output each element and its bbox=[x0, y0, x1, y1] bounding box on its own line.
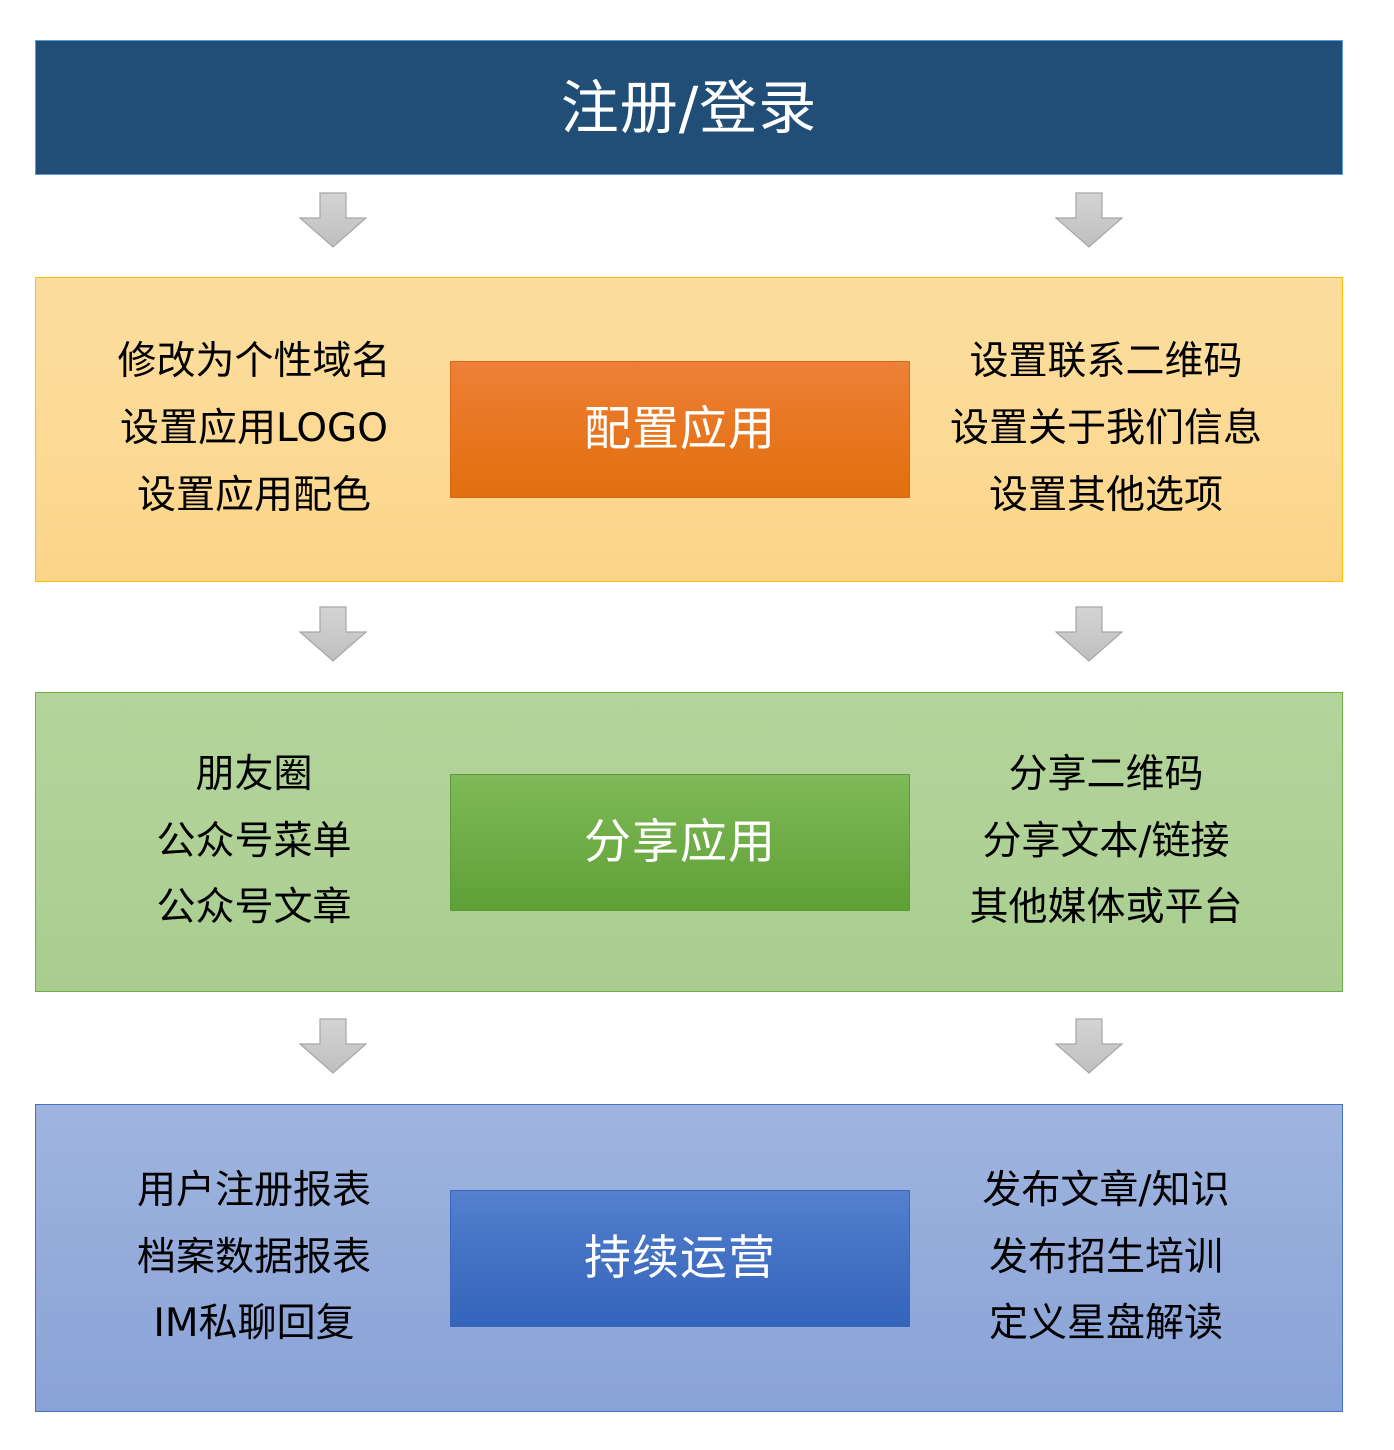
list-item: IM私聊回复 bbox=[153, 1301, 355, 1347]
center-box-label: 配置应用 bbox=[584, 402, 776, 457]
list-item: 发布文章/知识 bbox=[982, 1167, 1230, 1213]
header-title: 注册/登录 bbox=[560, 73, 818, 142]
list-item: 朋友圈 bbox=[195, 751, 313, 797]
list-item: 设置其他选项 bbox=[988, 472, 1223, 518]
stage-operate-right-items: 发布文章/知识 发布招生培训 定义星盘解读 bbox=[910, 1167, 1302, 1347]
stage-continuous-operation: 用户注册报表 档案数据报表 IM私聊回复 持续运营 发布文章/知识 发布招生培训… bbox=[35, 1104, 1343, 1412]
center-box-continuous-operation[interactable]: 持续运营 bbox=[450, 1189, 910, 1327]
list-item: 设置应用LOGO bbox=[120, 406, 388, 452]
list-item: 设置联系二维码 bbox=[969, 339, 1243, 385]
list-item: 档案数据报表 bbox=[136, 1234, 371, 1280]
list-item: 设置应用配色 bbox=[136, 472, 371, 518]
stage-operate-left-items: 用户注册报表 档案数据报表 IM私聊回复 bbox=[58, 1167, 450, 1347]
down-arrow-icon bbox=[1055, 606, 1123, 662]
list-item: 发布招生培训 bbox=[988, 1234, 1223, 1280]
stage-share-app: 朋友圈 公众号菜单 公众号文章 分享应用 分享二维码 分享文本/链接 其他媒体或… bbox=[35, 692, 1343, 992]
list-item: 修改为个性域名 bbox=[117, 339, 391, 385]
list-item: 分享文本/链接 bbox=[982, 818, 1230, 864]
stage-share-right-items: 分享二维码 分享文本/链接 其他媒体或平台 bbox=[910, 751, 1302, 931]
stage-configure-right-items: 设置联系二维码 设置关于我们信息 设置其他选项 bbox=[910, 339, 1302, 518]
down-arrow-icon bbox=[299, 606, 367, 662]
center-box-configure-app[interactable]: 配置应用 bbox=[450, 361, 910, 498]
list-item: 分享二维码 bbox=[1008, 751, 1204, 797]
list-item: 公众号文章 bbox=[156, 885, 352, 931]
center-box-label: 持续运营 bbox=[584, 1230, 776, 1286]
list-item: 公众号菜单 bbox=[156, 818, 352, 864]
center-box-label: 分享应用 bbox=[584, 814, 776, 870]
list-item: 定义星盘解读 bbox=[988, 1301, 1223, 1347]
down-arrow-icon bbox=[1055, 192, 1123, 248]
stage-configure-left-items: 修改为个性域名 设置应用LOGO 设置应用配色 bbox=[58, 339, 450, 518]
list-item: 用户注册报表 bbox=[136, 1167, 371, 1213]
list-item: 设置关于我们信息 bbox=[949, 406, 1262, 452]
list-item: 其他媒体或平台 bbox=[969, 885, 1243, 931]
stage-configure-app: 修改为个性域名 设置应用LOGO 设置应用配色 配置应用 设置联系二维码 设置关… bbox=[35, 277, 1343, 582]
down-arrow-icon bbox=[1055, 1018, 1123, 1074]
down-arrow-icon bbox=[299, 1018, 367, 1074]
center-box-share-app[interactable]: 分享应用 bbox=[450, 773, 910, 911]
stage-share-left-items: 朋友圈 公众号菜单 公众号文章 bbox=[58, 751, 450, 931]
down-arrow-icon bbox=[299, 192, 367, 248]
stage-header-register-login: 注册/登录 bbox=[35, 40, 1343, 175]
